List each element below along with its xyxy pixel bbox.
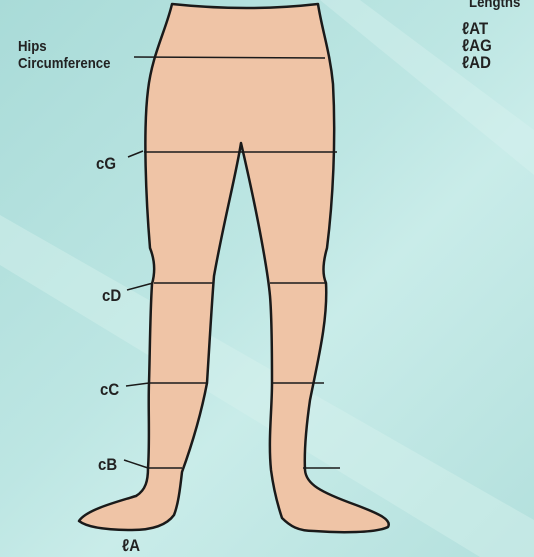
cB-leader [124,460,148,468]
hips-circumference-line [134,57,325,58]
cD-leader [127,283,153,290]
cC-leader [126,383,149,386]
length-item-lAG: ℓAG [462,37,492,54]
hips-label-line2: Circumference [18,56,110,71]
background-streak-top [320,0,534,175]
cD-label: cD [102,287,121,304]
length-item-lAT: ℓAT [462,20,488,37]
lA-label: ℓA [122,537,140,554]
cC-label: cC [100,381,119,398]
cG-leader [128,151,143,157]
cB-label: cB [98,456,117,473]
hips-label-line1: Hips [18,39,47,54]
cG-label: cG [96,155,116,172]
lengths-title: Lengths [469,0,520,10]
length-item-lAD: ℓAD [462,54,491,71]
